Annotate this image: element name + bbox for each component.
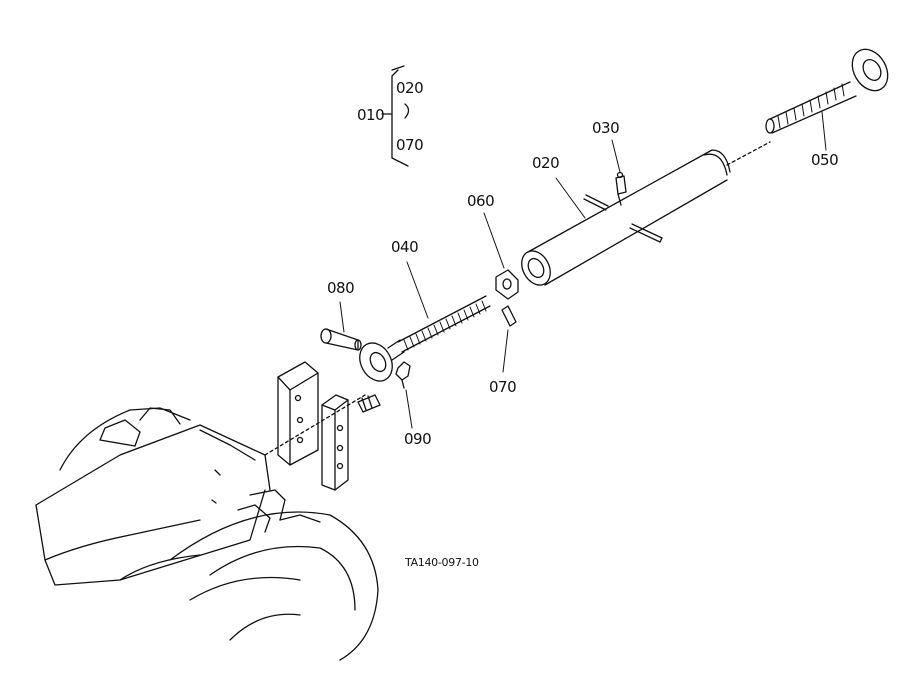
assembly-bracket [382,66,409,166]
clevis-pin-080 [321,329,361,350]
small-bolt [358,395,380,412]
rod-end-050 [766,43,895,133]
callout-040: 040 [391,238,419,256]
callout-020: 020 [532,154,560,172]
callout-070: 070 [489,378,517,396]
tractor-body [36,395,378,660]
axis-line [727,142,770,165]
callout-050: 050 [811,151,839,169]
callout-020-bracket: 020 [396,79,424,97]
mounting-bracket-left [278,362,318,465]
callout-080: 080 [327,279,355,297]
callout-010: 010 [357,106,385,124]
callout-030: 030 [592,119,620,137]
callout-090: 090 [404,430,432,448]
pin-070 [502,306,516,326]
mounting-bracket-right [322,395,348,490]
leader-lines [340,112,826,428]
callout-060: 060 [467,192,495,210]
grease-fitting-090 [396,362,410,388]
rod-end-040 [353,296,490,387]
lock-nut-060 [496,270,518,299]
callout-070-bracket: 070 [396,136,424,154]
figure-code: TA140-097-10 [405,556,479,569]
